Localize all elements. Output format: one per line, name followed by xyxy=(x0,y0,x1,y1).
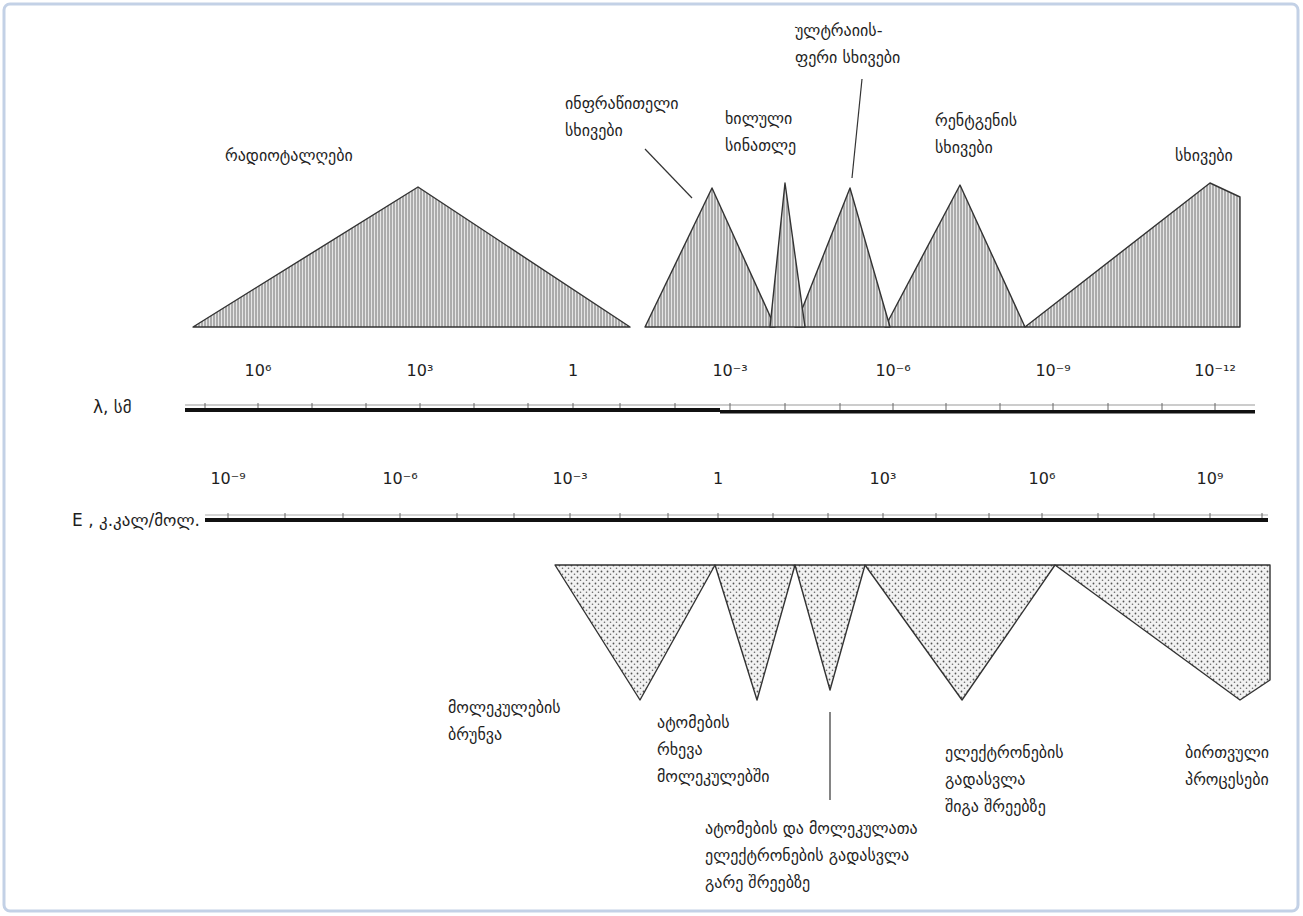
leader-line xyxy=(829,712,830,800)
process-label: ელექტრონების გადასვლა შიგა შრეებზე xyxy=(945,739,1049,820)
tick-label: 10⁻⁹ xyxy=(210,465,245,492)
ultraviolet-band xyxy=(795,188,890,327)
infrared-band xyxy=(645,188,775,327)
tick-label: 10⁻⁶ xyxy=(875,357,910,384)
band-label: ინფრაწითელი სხივები xyxy=(565,90,569,144)
tick-label: 10⁶ xyxy=(245,357,272,384)
band-label: რადიოტალღები xyxy=(225,142,353,169)
xray-band xyxy=(885,185,1025,327)
process-label: ბირთვული პროცესები xyxy=(1185,739,1189,793)
tick-label: 10³ xyxy=(407,357,434,384)
process-label: ატომების რხევა მოლეკულებში xyxy=(657,709,661,790)
outer-electron-band xyxy=(795,565,865,690)
axis-track xyxy=(185,405,1255,406)
tick-label: 10⁻³ xyxy=(712,357,747,384)
axis-title: E , კ.კალ/მოლ. xyxy=(72,507,200,534)
leader-lines xyxy=(645,79,862,800)
axis-title: λ, სმ xyxy=(93,394,132,421)
axis-line xyxy=(720,410,1255,414)
tick-label: 10⁶ xyxy=(1029,465,1056,492)
band-triangles xyxy=(193,183,1240,327)
inner-electron-band xyxy=(865,565,1055,700)
tick-label: 10⁹ xyxy=(1197,465,1224,492)
radio-band xyxy=(193,187,630,327)
tick-label: 10⁻³ xyxy=(552,465,587,492)
process-label: მოლეკულების ბრუნვა xyxy=(448,694,452,748)
wavelength-axis xyxy=(185,403,1255,414)
axis-line xyxy=(185,408,720,412)
nuclear-band xyxy=(1055,565,1270,700)
energy-axis xyxy=(205,513,1268,522)
band-label: სხივები xyxy=(1175,142,1233,169)
band-label: რენტგენის სხივები xyxy=(935,107,939,161)
tick-label: 1 xyxy=(568,357,578,384)
leader-line xyxy=(852,79,862,178)
tick-label: 10⁻⁶ xyxy=(382,465,417,492)
tick-label: 10³ xyxy=(870,465,897,492)
band-label: ულტრაიის- ფერი სხივები xyxy=(795,17,903,71)
gamma-band xyxy=(1025,183,1240,327)
leader-line xyxy=(645,149,692,198)
rotation-band xyxy=(555,565,715,700)
tick-label: 10⁻⁹ xyxy=(1035,357,1070,384)
process-label: ატომების და მოლეკულათა ელექტრონების გადა… xyxy=(705,815,920,896)
tick-label: 10⁻¹² xyxy=(1194,357,1236,384)
axis-track xyxy=(205,515,1268,516)
axis-line xyxy=(205,518,1268,522)
visible-band xyxy=(770,183,805,327)
band-label: ხილული სინათლე xyxy=(725,105,729,159)
frame xyxy=(4,4,1298,911)
process-triangles xyxy=(555,565,1270,700)
vibration-band xyxy=(715,565,795,700)
tick-label: 1 xyxy=(713,465,723,492)
